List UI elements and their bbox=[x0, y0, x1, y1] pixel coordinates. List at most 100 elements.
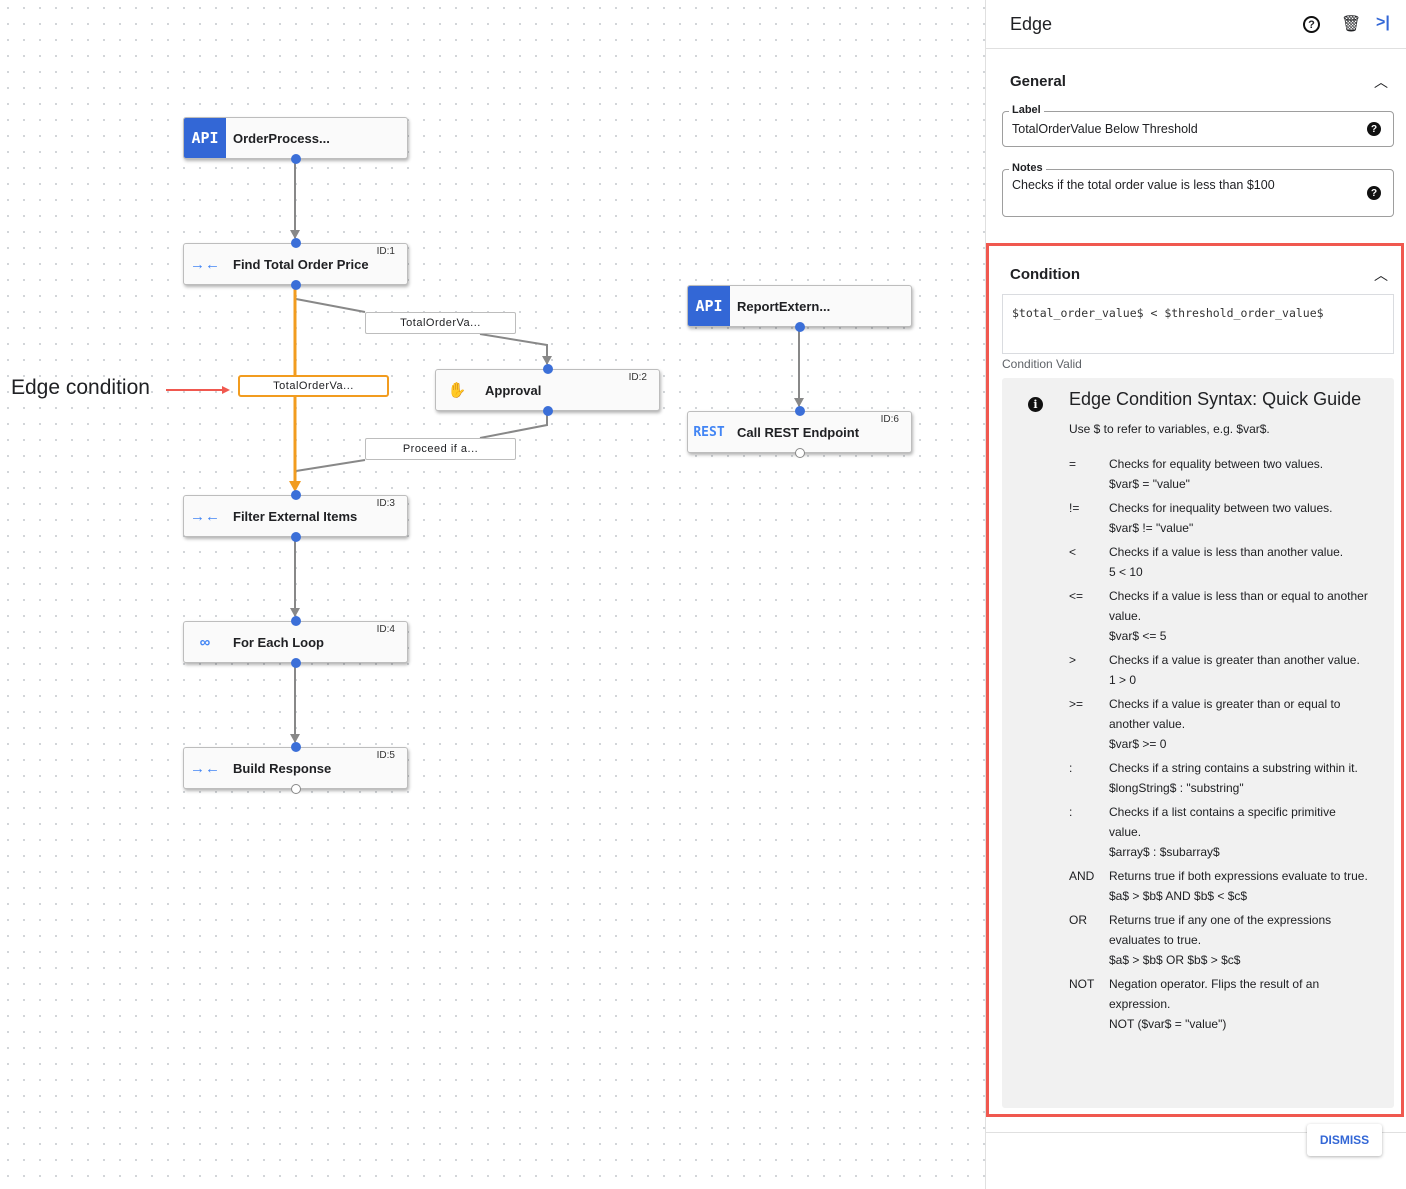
output-port[interactable] bbox=[291, 784, 301, 794]
loop-icon: ∞ bbox=[199, 633, 211, 651]
operator-symbol: OR bbox=[1069, 913, 1087, 927]
output-port[interactable] bbox=[795, 448, 805, 458]
edge[interactable] bbox=[295, 459, 366, 472]
guide-subtitle: Use $ to refer to variables, e.g. $var$. bbox=[1069, 422, 1270, 436]
operator-example: 1 > 0 bbox=[1109, 673, 1137, 687]
info-icon: i bbox=[1028, 397, 1043, 412]
edges-layer bbox=[166, 160, 804, 743]
node-name: Find Total Order Price bbox=[233, 256, 369, 272]
edge-label[interactable]: TotalOrderVa... bbox=[365, 312, 516, 334]
operator-row: OR Returns true if any one of the express… bbox=[1069, 910, 1369, 970]
collapse-panel-icon[interactable]: >| bbox=[1376, 14, 1390, 31]
notes-legend: Notes bbox=[1009, 162, 1046, 174]
condition-section-title: Condition bbox=[1010, 266, 1080, 283]
operator-row: > Checks if a value is greater than anoth… bbox=[1069, 650, 1369, 690]
operator-example: $a$ > $b$ OR $b$ > $c$ bbox=[1109, 953, 1241, 967]
edge-label-selected[interactable]: TotalOrderVa... bbox=[238, 375, 389, 397]
operator-description: Checks if a list contains a specific pri… bbox=[1109, 805, 1336, 839]
edge[interactable] bbox=[479, 333, 548, 364]
output-port[interactable] bbox=[291, 658, 301, 668]
operator-symbol: : bbox=[1069, 761, 1073, 775]
hand-icon: ✋ bbox=[447, 382, 467, 399]
help-filled-icon[interactable]: ? bbox=[1367, 122, 1381, 136]
output-port[interactable] bbox=[291, 280, 301, 290]
condition-status: Condition Valid bbox=[1002, 357, 1082, 371]
node-name: OrderProcess... bbox=[233, 130, 330, 146]
operator-description: Checks if a value is less than another v… bbox=[1109, 545, 1344, 559]
input-port[interactable] bbox=[291, 616, 301, 626]
operator-symbol: = bbox=[1069, 457, 1077, 471]
panel-header: Edge ? 🗑 >| bbox=[986, 0, 1406, 49]
node-id: ID:3 bbox=[376, 498, 395, 509]
operator-symbol: > bbox=[1069, 653, 1077, 667]
delete-icon[interactable]: 🗑 bbox=[1341, 16, 1362, 33]
node-id: ID:6 bbox=[880, 414, 899, 425]
edge-properties-panel: Edge ? 🗑 >| General ︿ Label TotalOrderVa… bbox=[985, 0, 1406, 1189]
output-port[interactable] bbox=[795, 322, 805, 332]
node-order-process[interactable]: API OrderProcess... bbox=[183, 117, 408, 164]
operator-symbol: >= bbox=[1069, 697, 1084, 711]
merge-arrows-icon: →← bbox=[190, 507, 220, 525]
operator-symbol: <= bbox=[1069, 589, 1084, 603]
node-for-each-loop[interactable]: ∞ For Each Loop ID:4 bbox=[183, 616, 408, 668]
input-port[interactable] bbox=[291, 490, 301, 500]
dismiss-button[interactable]: DISMISS bbox=[1307, 1124, 1382, 1156]
operator-row: <= Checks if a value is less than or equa… bbox=[1069, 586, 1369, 646]
edge-label[interactable]: Proceed if a... bbox=[365, 438, 516, 460]
operator-example: $var$ != "value" bbox=[1109, 521, 1194, 535]
output-port[interactable] bbox=[291, 154, 301, 164]
operator-symbol: < bbox=[1069, 545, 1077, 559]
node-filter-external-items[interactable]: →← Filter External Items ID:3 bbox=[183, 490, 408, 542]
node-name: ReportExtern... bbox=[737, 298, 831, 314]
label-field[interactable]: Label TotalOrderValue Below Threshold ? bbox=[1002, 104, 1394, 147]
chevron-up-icon[interactable]: ︿ bbox=[1374, 267, 1388, 283]
input-port[interactable] bbox=[543, 364, 553, 374]
node-name: Filter External Items bbox=[233, 508, 358, 524]
condition-input[interactable]: $total_order_value$ < $threshold_order_v… bbox=[1002, 294, 1394, 354]
operator-description: Checks if a string contains a substring … bbox=[1109, 761, 1358, 775]
notes-textarea[interactable]: Checks if the total order value is less … bbox=[1012, 178, 1275, 192]
output-port[interactable] bbox=[291, 532, 301, 542]
node-find-total-order-price[interactable]: →← Find Total Order Price ID:1 bbox=[183, 238, 408, 290]
node-id: ID:1 bbox=[376, 246, 395, 257]
label-legend: Label bbox=[1009, 104, 1044, 116]
edge[interactable] bbox=[295, 298, 366, 313]
node-build-response[interactable]: →← Build Response ID:5 bbox=[183, 742, 408, 794]
node-name: Approval bbox=[485, 382, 542, 398]
condition-highlight-box bbox=[986, 243, 1404, 1117]
input-port[interactable] bbox=[291, 238, 301, 248]
operator-symbol: != bbox=[1069, 501, 1080, 515]
help-filled-icon[interactable]: ? bbox=[1367, 186, 1381, 200]
edge[interactable] bbox=[479, 412, 548, 439]
operator-example: $var$ <= 5 bbox=[1109, 629, 1167, 643]
node-id: ID:2 bbox=[628, 372, 647, 383]
chevron-up-icon[interactable]: ︿ bbox=[1374, 74, 1388, 90]
operator-description: Checks for equality between two values. bbox=[1109, 457, 1324, 471]
input-port[interactable] bbox=[291, 742, 301, 752]
general-section-title: General bbox=[1010, 73, 1066, 90]
operator-description: Returns true if both expressions evaluat… bbox=[1109, 869, 1368, 883]
operator-description: Checks if a value is greater than anothe… bbox=[1109, 653, 1360, 667]
label-input[interactable]: TotalOrderValue Below Threshold bbox=[1012, 122, 1198, 136]
operator-symbol: : bbox=[1069, 805, 1073, 819]
operator-row: : Checks if a string contains a substring… bbox=[1069, 758, 1369, 798]
operator-row: = Checks for equality between two values.… bbox=[1069, 454, 1369, 494]
panel-title: Edge bbox=[1010, 14, 1053, 34]
node-report-extern[interactable]: API ReportExtern... bbox=[687, 285, 912, 332]
output-port[interactable] bbox=[543, 406, 553, 416]
notes-field[interactable]: Notes Checks if the total order value is… bbox=[1002, 162, 1394, 217]
syntax-guide: i Edge Condition Syntax: Quick Guide Use… bbox=[1002, 378, 1394, 1108]
operator-example: $var$ = "value" bbox=[1109, 477, 1190, 491]
node-call-rest-endpoint[interactable]: REST Call REST Endpoint ID:6 bbox=[687, 406, 912, 458]
workflow-canvas[interactable]: Edge condition API OrderProcess... →← Fi… bbox=[0, 0, 985, 1189]
input-port[interactable] bbox=[795, 406, 805, 416]
operator-row: : Checks if a list contains a specific pr… bbox=[1069, 802, 1369, 862]
node-approval[interactable]: ✋ Approval ID:2 bbox=[435, 364, 660, 416]
merge-arrows-icon: →← bbox=[190, 255, 220, 273]
guide-title: Edge Condition Syntax: Quick Guide bbox=[1069, 389, 1362, 409]
operator-description: Returns true if any one of the expressio… bbox=[1109, 913, 1332, 947]
operator-description: Checks if a value is less than or equal … bbox=[1109, 589, 1368, 623]
help-icon[interactable]: ? bbox=[1303, 16, 1320, 33]
operator-example: $longString$ : "substring" bbox=[1109, 781, 1244, 795]
